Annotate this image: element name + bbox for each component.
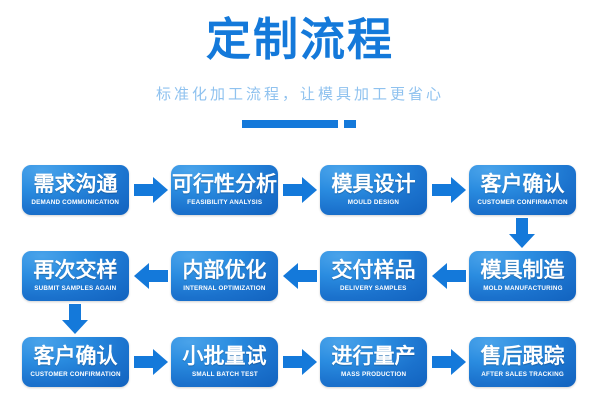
flow-step-6[interactable]: 内部优化 INTERNAL OPTIMIZATION — [171, 251, 278, 301]
flow-step-label-cn: 进行量产 — [331, 345, 416, 368]
arrow-right-icon — [283, 349, 317, 375]
title-divider — [0, 118, 600, 130]
flow-step-label-cn: 可行性分析 — [172, 173, 277, 196]
flow-step-2[interactable]: 可行性分析 FEASIBILITY ANALYSIS — [171, 165, 278, 215]
flow-step-1[interactable]: 需求沟通 DEMAND COMMUNICATION — [22, 165, 129, 215]
flow-step-label-cn: 售后跟踪 — [480, 345, 565, 368]
flow-step-label-cn: 交付样品 — [331, 259, 416, 282]
divider-dot — [344, 120, 356, 128]
header: 定制流程 标准化加工流程，让模具加工更省心 — [0, 0, 600, 150]
flow-step-label-cn: 客户确认 — [480, 173, 565, 196]
divider-bar — [242, 120, 338, 128]
flow-step-label-cn: 模具设计 — [331, 173, 416, 196]
flow-step-label-en: CUSTOMER CONFIRMATION — [477, 199, 568, 206]
flow-step-8[interactable]: 模具制造 MOLD MANUFACTURING — [469, 251, 576, 301]
arrow-left-icon — [283, 263, 317, 289]
flow-step-label-en: DELIVERY SAMPLES — [340, 285, 407, 292]
flow-step-label-en: SMALL BATCH TEST — [191, 371, 258, 378]
flow-step-label-en: INTERNAL OPTIMIZATION — [183, 285, 266, 292]
flow-step-label-en: FEASIBILITY ANALYSIS — [186, 199, 263, 206]
arrow-right-icon — [432, 349, 466, 375]
arrow-left-icon — [432, 263, 466, 289]
flow-step-9[interactable]: 客户确认 CUSTOMER CONFIRMATION — [22, 337, 129, 387]
flow-step-11[interactable]: 进行量产 MASS PRODUCTION — [320, 337, 427, 387]
flow-step-label-cn: 内部优化 — [182, 259, 267, 282]
flow-step-label-cn: 再次交样 — [33, 259, 118, 282]
flow-step-label-en: SUBMIT SAMPLES AGAIN — [34, 285, 117, 292]
flow-step-label-en: MOULD DESIGN — [347, 199, 400, 206]
arrow-right-icon — [134, 177, 168, 203]
arrow-down-icon-left — [62, 304, 88, 334]
flow-step-label-cn: 模具制造 — [480, 259, 565, 282]
arrow-right-icon — [134, 349, 168, 375]
flow-step-label-en: MOLD MANUFACTURING — [482, 285, 563, 292]
flow-step-7[interactable]: 交付样品 DELIVERY SAMPLES — [320, 251, 427, 301]
flow-step-label-en: AFTER SALES TRACKING — [481, 371, 564, 378]
page-title: 定制流程 — [205, 14, 394, 65]
arrow-right-icon — [283, 177, 317, 203]
flow-step-label-en: CUSTOMER CONFIRMATION — [30, 371, 121, 378]
arrow-left-icon — [134, 263, 168, 289]
arrow-right-icon — [432, 177, 466, 203]
flow-step-10[interactable]: 小批量试 SMALL BATCH TEST — [171, 337, 278, 387]
flow-step-5[interactable]: 再次交样 SUBMIT SAMPLES AGAIN — [22, 251, 129, 301]
flow-step-3[interactable]: 模具设计 MOULD DESIGN — [320, 165, 427, 215]
flow-step-label-en: DEMAND COMMUNICATION — [31, 199, 120, 206]
flow-step-4[interactable]: 客户确认 CUSTOMER CONFIRMATION — [469, 165, 576, 215]
flow-step-label-cn: 客户确认 — [33, 345, 118, 368]
page-subtitle: 标准化加工流程，让模具加工更省心 — [155, 86, 444, 103]
flow-step-label-cn: 需求沟通 — [33, 173, 118, 196]
flow-step-12[interactable]: 售后跟踪 AFTER SALES TRACKING — [469, 337, 576, 387]
arrow-down-icon-right — [509, 218, 535, 248]
flow-step-label-en: MASS PRODUCTION — [340, 371, 407, 378]
flow-step-label-cn: 小批量试 — [182, 345, 267, 368]
